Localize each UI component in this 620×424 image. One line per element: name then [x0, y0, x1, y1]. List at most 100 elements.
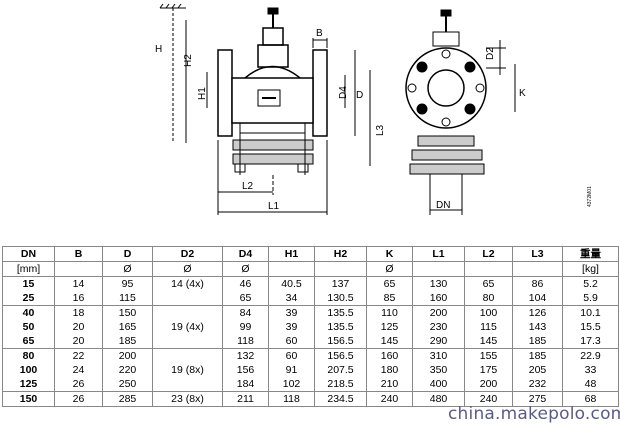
- table-cell: 150: [2, 391, 55, 407]
- column-header: B: [54, 246, 103, 262]
- column-unit: [268, 261, 315, 277]
- column-unit: [464, 261, 513, 277]
- table-cell: 156.5: [314, 348, 367, 363]
- table-cell: 24: [54, 363, 103, 377]
- table-cell: 118: [222, 334, 269, 349]
- table-cell: 310: [412, 348, 465, 363]
- table-cell: 185: [102, 334, 153, 349]
- table-cell: 143: [512, 320, 563, 334]
- column-header: D: [102, 246, 153, 262]
- table-cell: 80: [464, 291, 513, 306]
- table-cell: 25: [2, 291, 55, 306]
- table-cell: 205: [512, 363, 563, 377]
- label-D4: D4: [338, 86, 349, 99]
- column-header: DN: [2, 246, 55, 262]
- column-unit: [314, 261, 367, 277]
- table-cell: [152, 305, 223, 320]
- column-unit: Ø: [366, 261, 413, 277]
- label-DN: DN: [436, 200, 450, 211]
- table-cell: 99: [222, 320, 269, 334]
- table-cell: 115: [102, 291, 153, 306]
- table-cell: 86: [512, 276, 563, 291]
- table-cell: 135.5: [314, 320, 367, 334]
- column-unit: Ø: [222, 261, 269, 277]
- label-D2: D2: [485, 47, 496, 60]
- label-B: B: [316, 28, 323, 39]
- table-cell: [152, 334, 223, 349]
- table-cell: 16: [54, 291, 103, 306]
- table-cell: 26: [54, 377, 103, 392]
- table-cell: 240: [366, 391, 413, 407]
- column-header: L3: [512, 246, 563, 262]
- table-cell: 350: [412, 363, 465, 377]
- table-cell: 14: [54, 276, 103, 291]
- table-cell: 145: [366, 334, 413, 349]
- table-cell: 19 (4x): [152, 320, 223, 334]
- table-cell: 65: [222, 291, 269, 306]
- table-cell: 40.5: [268, 276, 315, 291]
- table-cell: 234.5: [314, 391, 367, 407]
- table-cell: 185: [512, 348, 563, 363]
- table-cell: 100: [2, 363, 55, 377]
- table-cell: 100: [464, 305, 513, 320]
- column-header: D2: [152, 246, 223, 262]
- table-cell: 46: [222, 276, 269, 291]
- table-cell: 102: [268, 377, 315, 392]
- table-cell: 39: [268, 320, 315, 334]
- table-cell: 137: [314, 276, 367, 291]
- table-cell: 23 (8x): [152, 391, 223, 407]
- column-header: H1: [268, 246, 315, 262]
- table-cell: 285: [102, 391, 153, 407]
- table-cell: 125: [366, 320, 413, 334]
- column-unit: [512, 261, 563, 277]
- table-cell: 230: [412, 320, 465, 334]
- table-cell: 180: [366, 363, 413, 377]
- label-H: H: [155, 44, 162, 55]
- table-cell: 18: [54, 305, 103, 320]
- table-cell: 26: [54, 391, 103, 407]
- table-cell: [152, 291, 223, 306]
- table-cell: 50: [2, 320, 55, 334]
- table-cell: [152, 348, 223, 363]
- table-cell: 118: [268, 391, 315, 407]
- label-L2: L2: [242, 181, 254, 192]
- table-cell: 160: [412, 291, 465, 306]
- label-L1: L1: [268, 201, 280, 212]
- table-cell: 200: [412, 305, 465, 320]
- table-cell: 85: [366, 291, 413, 306]
- table-cell: 5.9: [562, 291, 619, 306]
- table-cell: 60: [268, 348, 315, 363]
- table-cell: 250: [102, 377, 153, 392]
- table-cell: 14 (4x): [152, 276, 223, 291]
- table-cell: 275: [512, 391, 563, 407]
- table-cell: 68: [562, 391, 619, 407]
- table-cell: 33: [562, 363, 619, 377]
- table-cell: 232: [512, 377, 563, 392]
- table-cell: 130.5: [314, 291, 367, 306]
- table-cell: 185: [512, 334, 563, 349]
- table-cell: 65: [366, 276, 413, 291]
- table-cell: 20: [54, 320, 103, 334]
- column-header: L2: [464, 246, 513, 262]
- table-cell: 22.9: [562, 348, 619, 363]
- table-cell: 400: [412, 377, 465, 392]
- table-cell: 184: [222, 377, 269, 392]
- table-cell: 156.5: [314, 334, 367, 349]
- table-cell: 240: [464, 391, 513, 407]
- drawing-ref: 4372M01: [587, 186, 593, 207]
- column-header: D4: [222, 246, 269, 262]
- valve-dimension-drawing: H H2 H1 B L2 L1 L3 D4 D D2 K DN 4372M01: [155, 3, 593, 215]
- table-cell: 211: [222, 391, 269, 407]
- table-cell: 40: [2, 305, 55, 320]
- label-K: K: [519, 88, 526, 99]
